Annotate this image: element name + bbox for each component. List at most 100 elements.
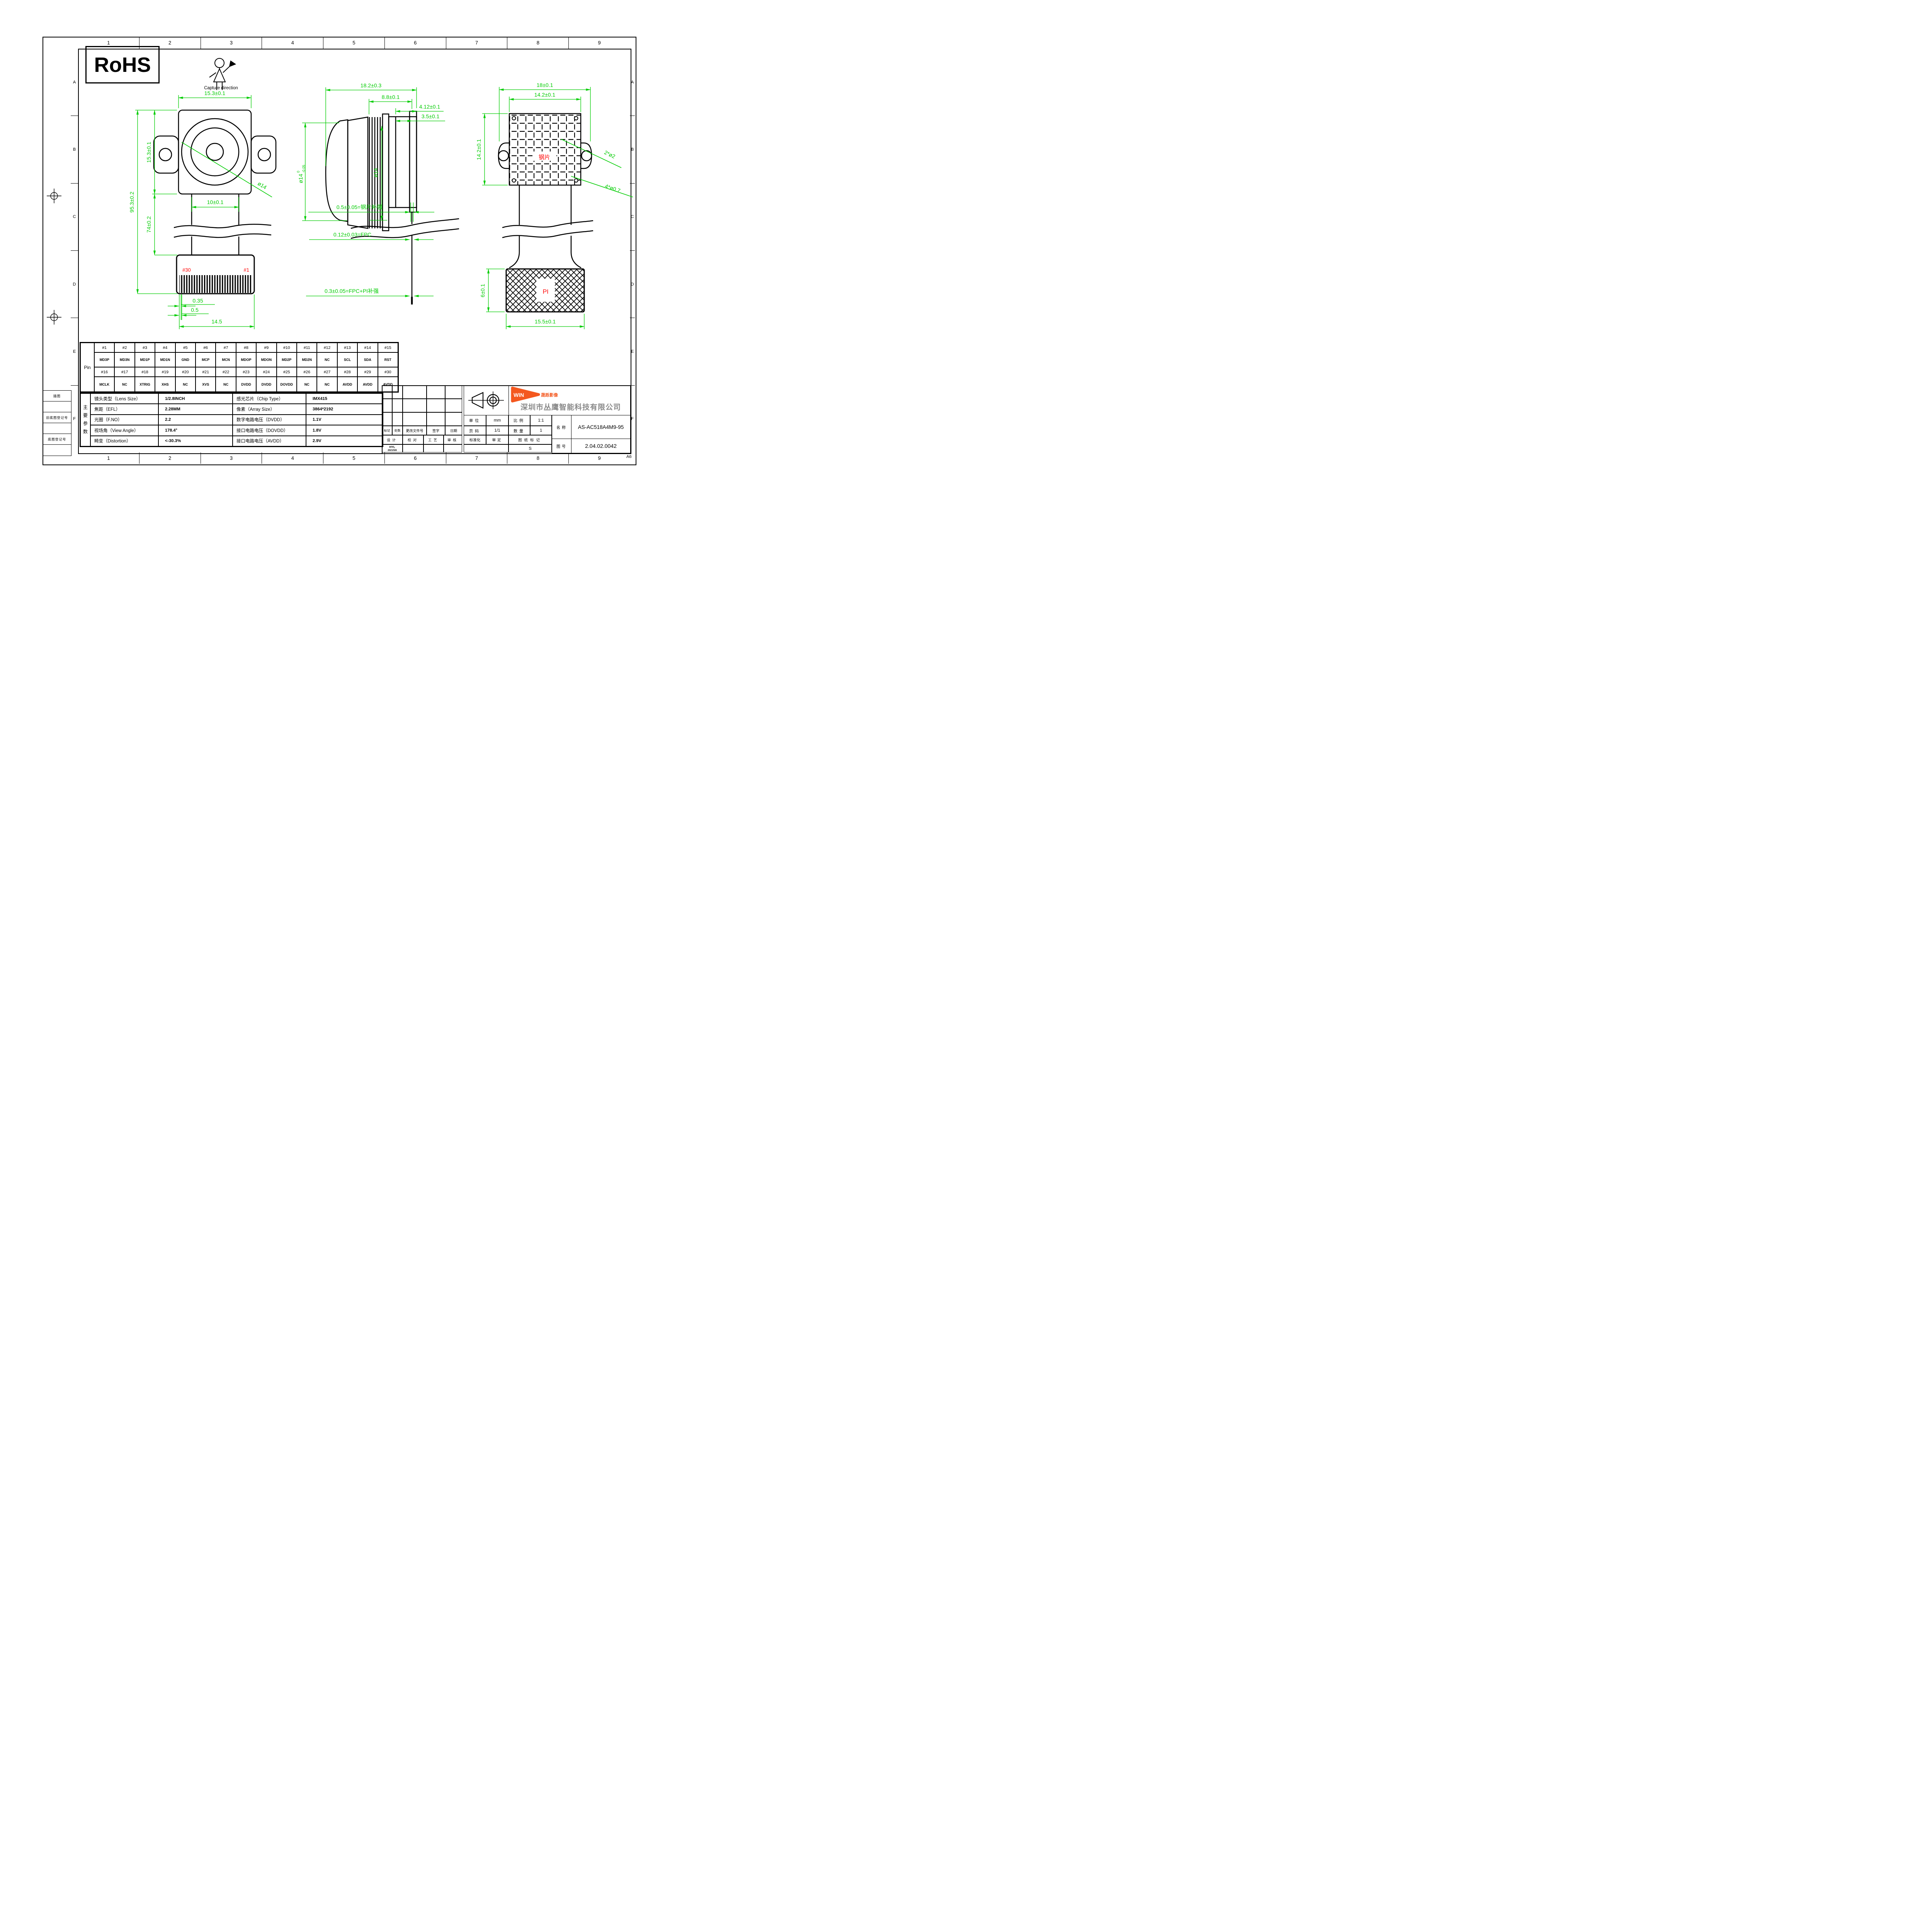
pin-signal: XTRIG xyxy=(134,377,155,392)
pin-header: #17 xyxy=(114,367,135,377)
pin-header: #10 xyxy=(276,343,297,352)
grid-col: 9 xyxy=(598,455,601,461)
grid-col: 1 xyxy=(78,452,139,464)
pin-signal: MCP xyxy=(196,352,216,367)
tb-name-value: AS-AC518A4M9-95 xyxy=(578,424,624,430)
tb-qty: 数量 xyxy=(509,426,530,435)
pin-header: #18 xyxy=(134,367,155,377)
grid-row: F xyxy=(631,417,634,422)
grid-row: F xyxy=(73,417,76,422)
pin-header: #1 xyxy=(94,343,115,352)
tb-name-label-cell: 名称 xyxy=(552,415,572,439)
grid-row: B xyxy=(71,116,78,184)
tb-design: 设计 xyxy=(382,435,403,444)
grid-row: D xyxy=(630,251,635,318)
pin-signal: AVDD xyxy=(378,377,398,392)
pin-header: #15 xyxy=(378,343,398,352)
pin-header: #6 xyxy=(196,343,216,352)
pin-header: #25 xyxy=(276,367,297,377)
pin-header: #23 xyxy=(236,367,257,377)
tb-unit: 单位 xyxy=(464,415,486,426)
tb-page: 页码 xyxy=(464,426,486,435)
revision-header-row: 标记 处数 更改文件号 签字 日期 xyxy=(382,426,464,435)
grid-row: B xyxy=(630,116,635,184)
pin-signal: NC xyxy=(175,377,196,392)
tb-drawingno-value-cell: 2.04.02.0042 xyxy=(571,439,631,453)
pin-signal: MDOP xyxy=(236,352,257,367)
pin-signal: MD3P xyxy=(94,352,115,367)
pin-signal: NC xyxy=(114,377,135,392)
grid-col: 3 xyxy=(201,452,262,464)
pin-signal: NC xyxy=(317,377,337,392)
pin-signal: RST xyxy=(378,352,398,367)
pin-signal: XVS xyxy=(196,377,216,392)
tb-unit-val: mm xyxy=(486,415,509,426)
pin-header: #22 xyxy=(216,367,236,377)
pin-signal: MCN xyxy=(216,352,236,367)
grid-row: E xyxy=(71,318,78,386)
sheet-size-label: A6 xyxy=(626,454,632,459)
pin-header: #30 xyxy=(378,367,398,377)
approval-row: 设计 校对 工艺 审核 xyxy=(382,435,464,444)
tb-scale: 比例 xyxy=(509,415,530,426)
pin-header: #4 xyxy=(155,343,175,352)
company-box xyxy=(509,385,631,415)
pin-signal: DOVDD xyxy=(276,377,297,392)
s-row: S xyxy=(464,444,552,452)
pin-signal: XHS xyxy=(155,377,175,392)
tb-change-doc: 更改文件号 xyxy=(403,426,427,435)
pin-header: #12 xyxy=(317,343,337,352)
pin-signal: MCLK xyxy=(94,377,115,392)
grid-col: 8 xyxy=(507,37,569,49)
pin-signal: SDA xyxy=(357,352,378,367)
grid-row: C xyxy=(630,184,635,251)
pin-header: #26 xyxy=(297,367,317,377)
tb-check: 校对 xyxy=(403,435,423,444)
pin-signal: AVDD xyxy=(337,377,358,392)
grid-col: 5 xyxy=(323,452,385,464)
spec-value: 1.8V xyxy=(306,425,383,436)
pin-signal: MD2P xyxy=(276,352,297,367)
spec-label: 数字电路电压（DVDD） xyxy=(233,414,306,425)
spec-value: 178.4° xyxy=(158,425,233,436)
pin-signal: MD1N xyxy=(155,352,175,367)
margin-box-trace: 描图 xyxy=(43,391,71,401)
pin-header: #13 xyxy=(337,343,358,352)
signer-row: HYL 2021/5/8 xyxy=(382,444,464,452)
tb-drawingno-value: 2.04.02.0042 xyxy=(585,443,617,449)
pin-header: #3 xyxy=(134,343,155,352)
tb-drawingno-label: 图号 xyxy=(556,444,567,449)
pin-header: #19 xyxy=(155,367,175,377)
pin-header: #28 xyxy=(337,367,358,377)
spec-label: 焦距（EFL） xyxy=(90,404,158,415)
tb-name-label: 名称 xyxy=(556,425,567,430)
pin-signal: AVDD xyxy=(357,377,378,392)
pin-signal: GND xyxy=(175,352,196,367)
grid-col: 4 xyxy=(262,452,324,464)
pin-header: #2 xyxy=(114,343,135,352)
spec-label: 接口电路电压（DOVDD） xyxy=(233,425,306,436)
pin-signal: DVDD xyxy=(256,377,277,392)
grid-col: 3 xyxy=(201,37,262,49)
margin-box xyxy=(43,423,71,434)
tb-mark: 标记 xyxy=(382,426,392,435)
spec-value: 1/2.8INCH xyxy=(158,393,233,404)
tb-s-mark: S xyxy=(509,444,552,452)
spec-label: 视场角（View Angle） xyxy=(90,425,158,436)
margin-box-reg: 底图登记号 xyxy=(43,434,71,445)
pin-header: #8 xyxy=(236,343,257,352)
grid-col: 2 xyxy=(139,37,201,49)
pin-signal: DVDD xyxy=(236,377,257,392)
grid-col: 8 xyxy=(507,452,569,464)
spec-label: 感光芯片（Chip Type） xyxy=(233,393,306,404)
outer-border xyxy=(43,37,636,465)
pin-header: #16 xyxy=(94,367,115,377)
margin-box xyxy=(43,445,71,456)
rohs-badge: RoHS xyxy=(85,46,160,83)
tb-approve: 审定 xyxy=(486,435,509,444)
tb-review: 审核 xyxy=(444,435,462,444)
revision-empty-grid xyxy=(382,385,464,426)
grid-row: C xyxy=(71,184,78,251)
